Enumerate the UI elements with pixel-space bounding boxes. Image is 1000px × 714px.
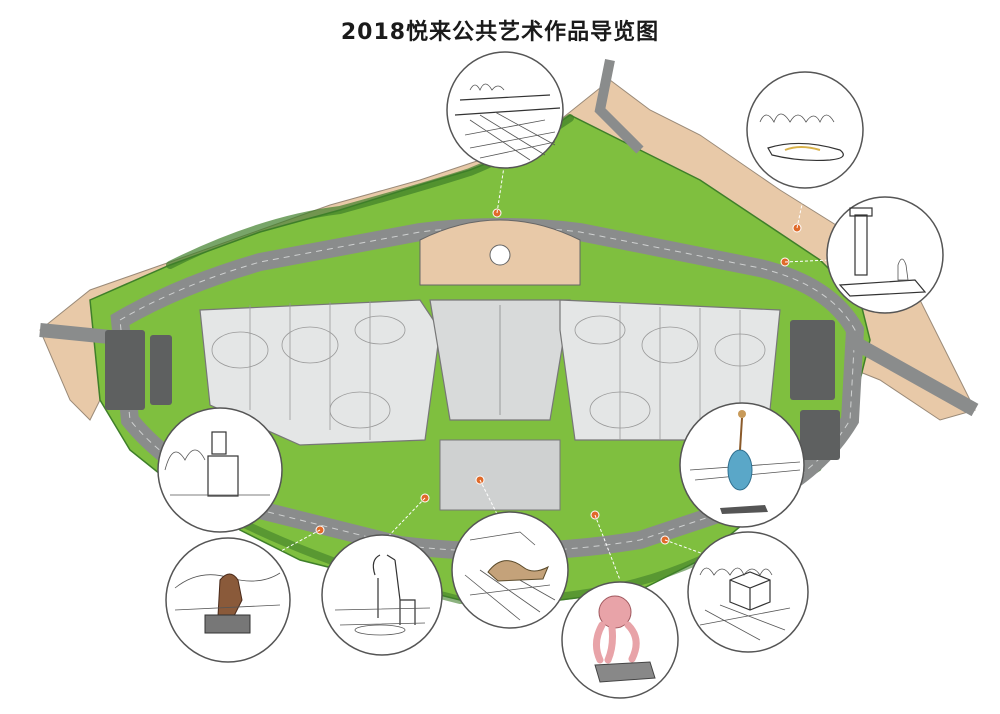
vignette-column-monument (826, 196, 944, 314)
vignette-giraffe-heron (321, 534, 443, 656)
parking-west (105, 330, 172, 410)
vignette-camera-sculpture (157, 407, 283, 533)
road-north (594, 59, 644, 154)
vignette-riverside-ribbon (746, 71, 864, 189)
vignette-cube-sculpture (687, 531, 809, 653)
plaza-fountain (489, 244, 511, 266)
exhibition-center-hall (429, 299, 571, 421)
vignette-reclining-figure (451, 511, 569, 629)
vignette-pink-figure (561, 581, 679, 699)
parking-east (790, 320, 840, 460)
vignette-blue-elephant (679, 402, 805, 528)
south-plaza (439, 439, 561, 511)
vignette-thinker (165, 537, 291, 663)
road-east (846, 333, 979, 417)
vignette-plaza-grid (446, 51, 564, 169)
exhibition-halls-west (199, 299, 441, 446)
map-title: 2018悦来公共艺术作品导览图 (340, 20, 660, 45)
